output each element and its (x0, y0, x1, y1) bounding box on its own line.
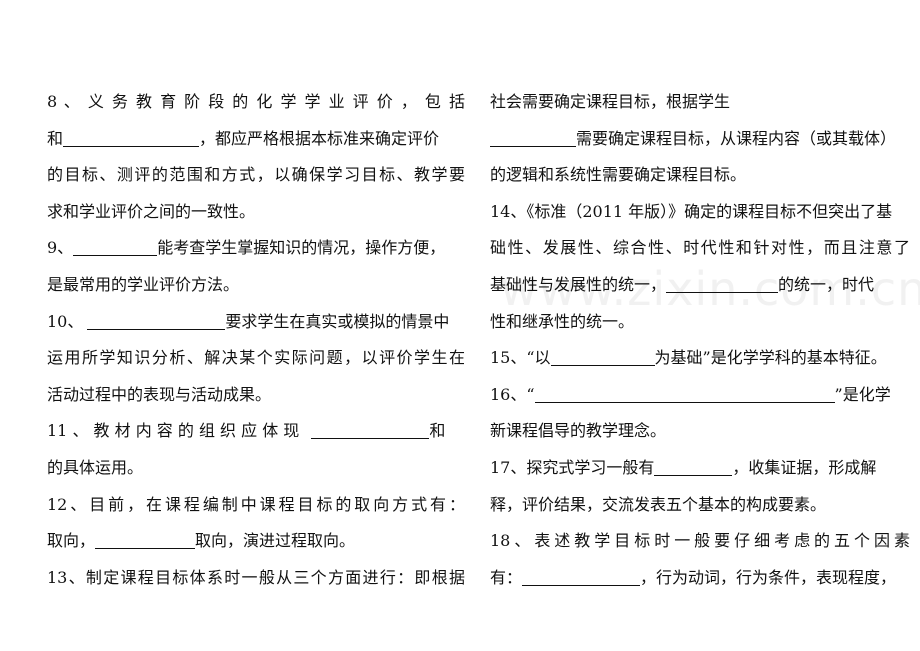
text-line: 是最常用的学业评价方法。 (47, 274, 240, 294)
text-line: 16、“ ”是化学 (490, 377, 910, 414)
text-span: 9、 (47, 238, 74, 258)
text-line: 础性、发展性、综合性、时代性和针对性，而且注意了 (490, 238, 910, 258)
answer-blank (490, 127, 576, 147)
answer-blank (311, 419, 430, 440)
text-line: 性和继承性的统一。 (490, 311, 635, 331)
text-line: 8 、 义 务 教 育 阶 段 的 化 学 学 业 评 价 ， 包 括 (47, 92, 465, 111)
text-span: 的统一，时代 (778, 274, 875, 294)
text-line: 基础性与发展性的统一， 的统一，时代 (490, 267, 910, 304)
text-line: 求和学业评价之间的一致性。 (47, 201, 256, 221)
answer-blank (95, 529, 196, 550)
text-span: 16、“ (490, 384, 535, 404)
text-line: 的目标、测评的范围和方式，以确保学习目标、教学要 (47, 165, 465, 185)
text-span: 要求学生在真实或模拟的情景中 (225, 311, 450, 331)
text-span: ，都应严格根据本标准来确定评价 (199, 128, 440, 148)
answer-blank (534, 383, 835, 403)
text-line: 9、 能考查学生掌握知识的情况，操作方便， (47, 230, 465, 267)
text-span: 有： (490, 567, 523, 587)
answer-blank (666, 273, 779, 293)
text-line: 取向， 取向，演进过程取向。 (47, 523, 465, 560)
text-line: 释，评价结果，交流发表五个基本的构成要素。 (490, 494, 827, 514)
text-line: 社会需要确定课程目标，根据学生 (490, 92, 731, 111)
text-span: 17、探究式学习一般有 (490, 457, 655, 477)
text-span: 为基础”是化学学科的基本特征。 (654, 348, 887, 368)
text-line: 18、表述教学目标时一般要仔细考虑的五个因素 (490, 531, 910, 551)
text-span: ”是化学 (834, 384, 891, 404)
text-line: 15、“以 为基础”是化学学科的基本特征。 (490, 340, 910, 377)
text-span: 15、“以 (490, 348, 551, 368)
text-line: 的具体运用。 (47, 457, 144, 477)
text-line: 10、 要求学生在真实或模拟的情景中 (47, 304, 465, 341)
text-span: ，行为动词，行为条件，表现程度， (640, 567, 897, 587)
text-span: 需要确定课程目标，从课程内容（或其载体） (576, 128, 897, 148)
text-line: 活动过程中的表现与活动成果。 (47, 384, 272, 404)
text-line: 运用所学知识分析、解决某个实际问题，以评价学生在 (47, 348, 465, 368)
text-line: 和 ，都应严格根据本标准来确定评价 (47, 121, 465, 158)
text-line: 13、制定课程目标体系时一般从三个方面进行：即根据 (47, 567, 465, 587)
text-span: 和 (429, 421, 446, 441)
text-span: 和 (47, 128, 64, 148)
text-line: 需要确定课程目标，从课程内容（或其载体） (490, 121, 910, 158)
answer-blank (63, 127, 200, 147)
text-span: 基础性与发展性的统一， (490, 274, 667, 294)
text-span: 取向，演进过程取向。 (195, 531, 356, 551)
right-column: 社会需要确定课程目标，根据学生 需要确定课程目标，从课程内容（或其载体） 的逻辑… (490, 84, 910, 596)
text-line: 有： ，行为动词，行为条件，表现程度， (490, 560, 910, 597)
text-line: 11 、 教 材 内 容 的 组 织 应 体 现 和 (47, 413, 465, 450)
text-span: ，收集证据，形成解 (732, 457, 877, 477)
text-line: 的逻辑和系统性需要确定课程目标。 (490, 165, 747, 185)
text-line: 17、探究式学习一般有 ，收集证据，形成解 (490, 450, 910, 487)
answer-blank (522, 566, 641, 586)
text-line: 14、《标准（2011 年版）》确定的课程目标不但突出了基 (490, 201, 893, 221)
left-column: 8 、 义 务 教 育 阶 段 的 化 学 学 业 评 价 ， 包 括 和 ，都应… (47, 84, 465, 596)
text-span: 10、 (47, 311, 84, 331)
answer-blank (87, 310, 226, 330)
text-span: 11 、 教 材 内 容 的 组 织 应 体 现 (47, 421, 300, 441)
text-line: 新课程倡导的教学理念。 (490, 421, 667, 441)
text-span: 取向， (47, 531, 96, 551)
text-line: 12、目前，在课程编制中课程目标的取向方式有： (47, 494, 465, 514)
answer-blank (654, 456, 733, 476)
text-span: 能考查学生掌握知识的情况，操作方便， (157, 238, 446, 258)
answer-blank (550, 346, 655, 367)
answer-blank (73, 236, 158, 257)
